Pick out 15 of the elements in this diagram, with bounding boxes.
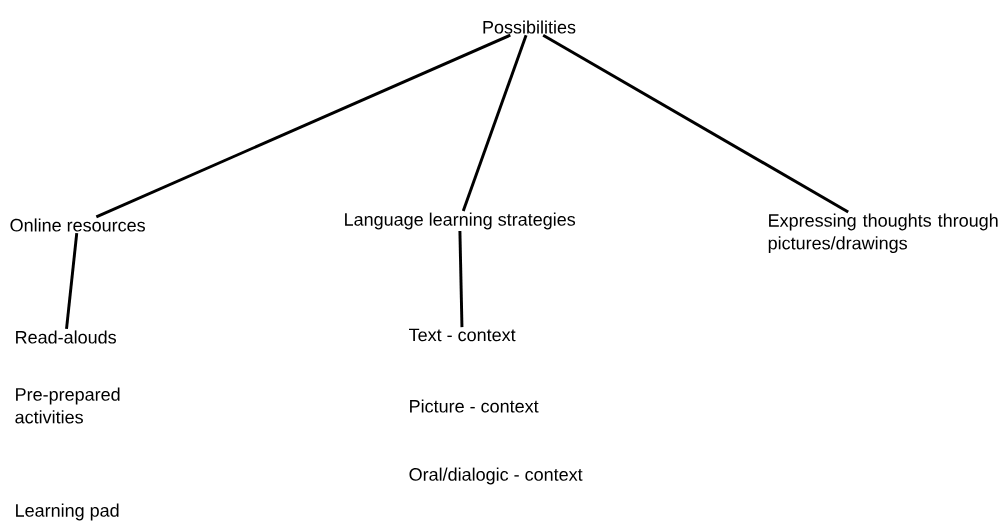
node-text: Pre-prepared activities	[15, 387, 120, 424]
node-text: Oral/dialogic - context	[409, 467, 583, 485]
node-text: Picture - context	[410, 399, 539, 413]
connector-line	[542, 33, 849, 214]
node-text: Expressing thoughts through pictures/drawings	[768, 213, 998, 254]
title-text: Possibilities	[483, 20, 576, 34]
node-text: Online resources	[10, 218, 145, 232]
connector-line	[461, 34, 528, 212]
connector-line	[95, 33, 511, 219]
node-text: Language learning strategies	[345, 212, 576, 230]
node-text: Learning pad	[16, 503, 119, 521]
node-text: Text - context	[409, 328, 516, 342]
connector-line	[65, 233, 79, 329]
connector-line	[458, 230, 464, 328]
node-text: Read-alouds	[16, 330, 116, 344]
